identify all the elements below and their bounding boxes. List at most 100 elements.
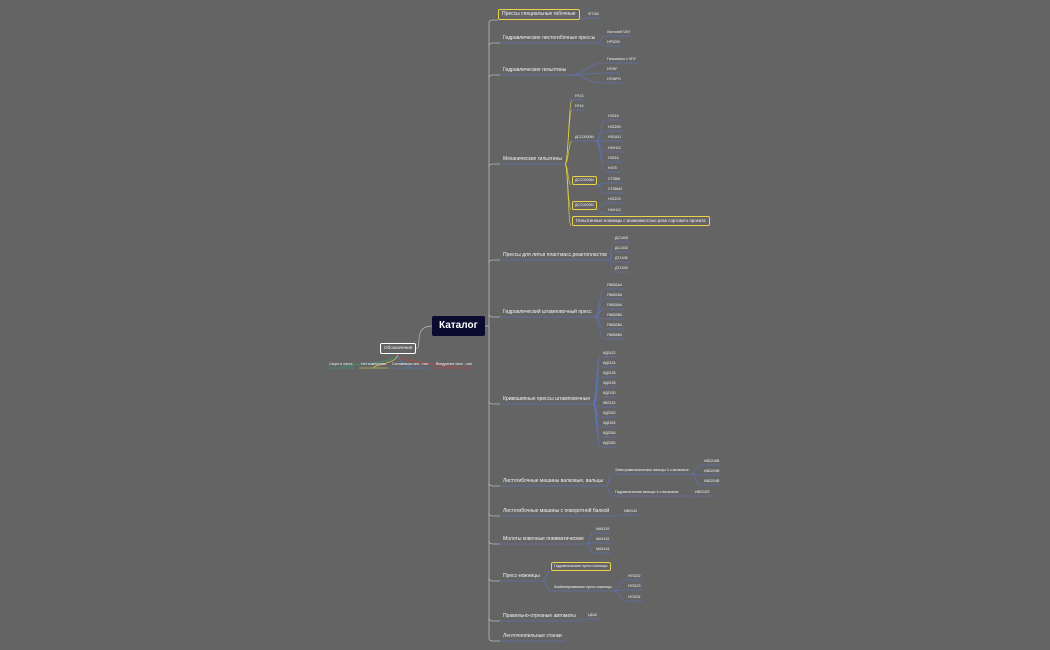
leaf-node[interactable]: НГ13 xyxy=(575,93,584,98)
leaf-node[interactable]: Н3316 xyxy=(608,155,619,160)
legend-item-implementation[interactable]: Внедрение инсп - пон xyxy=(436,361,473,366)
branch-curl xyxy=(488,74,500,79)
branch-band-saw-machines[interactable]: Ленточнопильные станки xyxy=(503,633,562,639)
leaf-node[interactable]: НГ16 xyxy=(575,103,584,108)
leaf-node[interactable]: НГ06РО xyxy=(607,76,621,81)
subgroup-node[interactable]: Гидравлические пресс ножницы xyxy=(551,562,611,571)
leaf-node[interactable]: Н3316 xyxy=(608,113,619,118)
connector-line xyxy=(564,140,573,165)
leaf-node[interactable]: ЦБ42 xyxy=(588,612,598,617)
subgroup-node[interactable]: Гильотинные ножницы с возможностью реза … xyxy=(572,216,710,227)
branch-swivel-beam-bending[interactable]: Листогибочные машины с поворотной балкой xyxy=(503,508,610,514)
leaf-node[interactable]: Н3Z223 xyxy=(608,196,621,201)
leaf-node[interactable]: ИВ2216В xyxy=(704,458,720,463)
branch-hydraulic-bending-presses[interactable]: Гидравлические листогибочные прессы xyxy=(503,35,596,41)
connector-line xyxy=(564,109,573,165)
branch-roll-bending-machines[interactable]: Листогибочные машины валковые, вальцы xyxy=(503,478,604,484)
branch-plastic-molding-presses[interactable]: Прессы для литья пластмасс,реактопластов xyxy=(503,252,607,258)
leaf-node[interactable]: НГ06Г xyxy=(607,66,618,71)
branch-special-bending-presses[interactable]: Прессы специальные гибочные xyxy=(498,9,580,20)
legend-connector xyxy=(415,325,433,349)
leaf-node[interactable]: Н4Н112 xyxy=(608,145,621,150)
leaf-node[interactable]: КД2330 xyxy=(603,440,616,445)
branch-press-shears[interactable]: Пресс-ножницы xyxy=(503,573,540,579)
connector-line xyxy=(609,259,613,273)
leaf-node[interactable]: ДС1432 xyxy=(615,245,629,250)
root-node-catalog[interactable]: Каталог xyxy=(432,316,485,336)
leaf-node[interactable]: СТ3ВМ4 xyxy=(608,186,623,191)
leaf-node[interactable]: Н478 xyxy=(608,165,617,170)
branch-hydraulic-guillotines[interactable]: Гидравлические гильотины xyxy=(503,67,567,73)
branch-pneumatic-hammers[interactable]: Молоты ковочные пневматические xyxy=(503,536,584,542)
subgroup-node[interactable]: Гидравлические вальцы 4-х валковые xyxy=(615,489,679,494)
leaf-node[interactable]: МА4129 xyxy=(596,526,610,531)
connector-line xyxy=(592,403,601,448)
leaf-node[interactable]: Н3С641 xyxy=(608,134,622,139)
branch-curl xyxy=(488,540,500,545)
connector-line xyxy=(592,386,601,405)
legend-item-compiled[interactable]: Составлены инс - пон xyxy=(392,361,429,366)
legend-item-soon[interactable]: Скоро в листе xyxy=(329,361,353,366)
leaf-node[interactable]: КД2326 xyxy=(603,430,616,435)
branch-curl xyxy=(488,637,500,642)
connector-line xyxy=(595,130,606,142)
leaf-node[interactable]: СТ3ВМ xyxy=(608,176,621,181)
leaf-node[interactable]: КД2130 xyxy=(603,390,616,395)
leaf-node[interactable]: П6632А6 xyxy=(607,292,622,297)
branch-curl xyxy=(488,19,498,24)
connector-line xyxy=(605,473,613,487)
leaf-node[interactable]: Н3Z253 xyxy=(608,124,621,129)
legend-connector xyxy=(340,353,399,369)
leaf-node[interactable]: НГ5222 xyxy=(628,573,641,578)
leaf-node[interactable]: ЛГС60 xyxy=(588,11,599,16)
leaf-node[interactable]: КД2122 xyxy=(603,350,616,355)
leaf-node[interactable]: НГ5223 xyxy=(628,583,641,588)
leaf-node[interactable]: П6632В4 xyxy=(607,322,622,327)
subgroup-node[interactable]: Электромеханические вальцы 3-х валковые xyxy=(615,467,689,472)
branch-curl xyxy=(488,313,500,318)
subgroup-node[interactable]: Комбинированные пресс-ножницы xyxy=(554,584,612,589)
leaf-node[interactable]: КД2124 xyxy=(603,360,616,365)
connector-line xyxy=(594,298,605,318)
subgroup-node[interactable]: ДСС0000М xyxy=(575,134,594,139)
connector-line xyxy=(592,366,601,405)
branch-curl xyxy=(488,163,500,168)
branch-straightening-cutting-automats[interactable]: Правильно-отрезные автоматы xyxy=(503,613,576,619)
branch-crank-stamping-presses[interactable]: Кривошипные прессы штамповочные xyxy=(503,396,591,402)
leaf-node[interactable]: КД2324 xyxy=(603,420,616,425)
branch-hydraulic-stamping-press[interactable]: Гидравлический штамповочный пресс xyxy=(503,309,592,315)
leaf-node[interactable]: ДТ1426 xyxy=(615,265,628,270)
branch-mechanical-guillotines[interactable]: Механические гильотины xyxy=(503,156,562,162)
legend-item-no-change[interactable]: Нет изменения xyxy=(361,361,387,366)
leaf-node[interactable]: Гильотины с ЧПУ xyxy=(607,56,636,61)
leaf-node[interactable]: НГ5224 xyxy=(628,594,641,599)
leaf-node[interactable]: П6632А4 xyxy=(607,282,622,287)
connector-line xyxy=(564,163,572,227)
leaf-node[interactable]: ИВ2220В xyxy=(704,468,720,473)
leaf-node[interactable]: ИВ2224В xyxy=(704,478,720,483)
leaf-node[interactable]: ДТ1436 xyxy=(615,255,628,260)
leaf-node[interactable]: ИВ0134 xyxy=(624,508,637,513)
connector-line xyxy=(597,42,605,47)
leaf-node[interactable]: КД2126 xyxy=(603,370,616,375)
branch-curl xyxy=(488,400,500,405)
subgroup-node[interactable]: ДСС0000М xyxy=(572,201,597,210)
leaf-node[interactable]: КД2322 xyxy=(603,410,616,415)
leaf-node[interactable]: НР3200 xyxy=(607,39,620,44)
subgroup-node[interactable]: ДСС0000М xyxy=(572,176,597,185)
leaf-node[interactable]: КВ2132 xyxy=(603,400,616,405)
leaf-node[interactable]: П6634В4 xyxy=(607,332,622,337)
legend-title[interactable]: Обозначения xyxy=(380,343,417,354)
leaf-node[interactable]: КД2128 xyxy=(603,380,616,385)
connector-line xyxy=(596,209,606,215)
leaf-node[interactable]: П6632В4 xyxy=(607,312,622,317)
leaf-node[interactable]: МА4134 xyxy=(596,546,610,551)
leaf-node[interactable]: Н4Н112 xyxy=(608,207,621,212)
leaf-node[interactable]: ДС1426 xyxy=(615,235,629,240)
leaf-node[interactable]: П6634А4 xyxy=(607,302,622,307)
leaf-node[interactable]: Листогиб ЧПУ xyxy=(607,29,631,34)
connector-line xyxy=(542,570,551,582)
connector-line xyxy=(611,514,622,517)
leaf-node[interactable]: ИВ2232Г xyxy=(695,489,710,494)
leaf-node[interactable]: МА4132 xyxy=(596,536,610,541)
